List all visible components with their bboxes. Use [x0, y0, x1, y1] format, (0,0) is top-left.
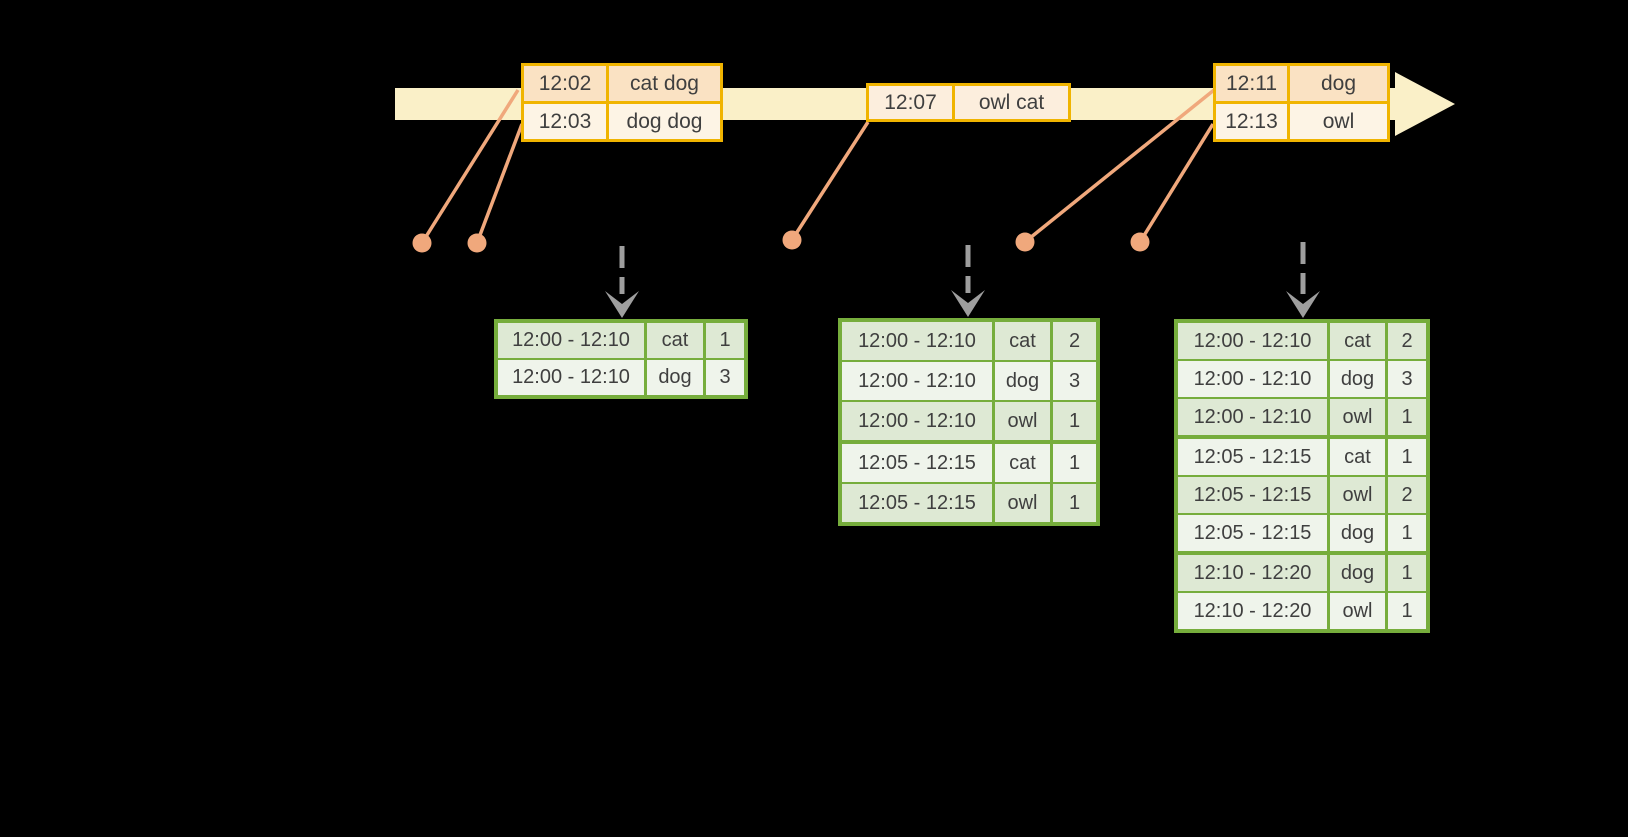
- trigger-arrow-head: [951, 290, 985, 317]
- result-row: 12:05 - 12:15 dog 1: [1178, 513, 1426, 551]
- word-cell: dog: [1327, 555, 1385, 591]
- word-cell: dog: [992, 362, 1050, 400]
- event-words-cell: dog: [1287, 66, 1387, 101]
- event-words-cell: cat dog: [606, 66, 720, 101]
- event-dot-2: [467, 233, 487, 253]
- event-row: 12:02 cat dog: [524, 66, 720, 101]
- window-cell: 12:00 - 12:10: [498, 323, 644, 358]
- event-time-cell: 12:03: [524, 104, 606, 139]
- event-words-cell: owl cat: [952, 86, 1068, 119]
- event-words-cell: dog dog: [606, 104, 720, 139]
- result-row: 12:00 - 12:10 dog 3: [842, 360, 1096, 400]
- word-cell: owl: [992, 484, 1050, 522]
- count-cell: 1: [1385, 555, 1426, 591]
- count-cell: 1: [1050, 444, 1096, 482]
- result-row: 12:00 - 12:10 owl 1: [842, 400, 1096, 440]
- event-row: 12:07 owl cat: [869, 86, 1068, 119]
- trigger-arrow-head: [1286, 291, 1320, 318]
- count-cell: 1: [1050, 484, 1096, 522]
- event-time-cell: 12:13: [1216, 104, 1287, 139]
- window-cell: 12:05 - 12:15: [842, 444, 992, 482]
- result-row: 12:10 - 12:20 dog 1: [1178, 551, 1426, 591]
- window-cell: 12:05 - 12:15: [842, 484, 992, 522]
- event-row: 12:13 owl: [1216, 101, 1387, 139]
- result-table-2: 12:00 - 12:10 cat 2 12:00 - 12:10 dog 3 …: [838, 318, 1100, 526]
- count-cell: 2: [1385, 477, 1426, 513]
- window-cell: 12:00 - 12:10: [1178, 323, 1327, 359]
- count-cell: 3: [703, 360, 744, 395]
- word-cell: cat: [644, 323, 703, 358]
- window-cell: 12:00 - 12:10: [842, 322, 992, 360]
- trigger-arrow-3: [1286, 242, 1320, 318]
- result-row: 12:10 - 12:20 owl 1: [1178, 591, 1426, 629]
- count-cell: 1: [703, 323, 744, 358]
- count-cell: 2: [1385, 323, 1426, 359]
- event-dot-3: [782, 230, 802, 250]
- leader-line-4: [1023, 88, 1216, 244]
- leader-line-1: [420, 89, 520, 244]
- window-cell: 12:00 - 12:10: [842, 362, 992, 400]
- word-cell: dog: [644, 360, 703, 395]
- leader-line-3: [790, 121, 870, 241]
- result-row: 12:00 - 12:10 dog 3: [498, 358, 744, 395]
- event-words-cell: owl: [1287, 104, 1387, 139]
- event-row: 12:11 dog: [1216, 66, 1387, 101]
- result-row: 12:00 - 12:10 cat 2: [1178, 323, 1426, 359]
- event-time-cell: 12:11: [1216, 66, 1287, 101]
- window-cell: 12:00 - 12:10: [498, 360, 644, 395]
- event-dot-1: [412, 233, 432, 253]
- event-row: 12:03 dog dog: [524, 101, 720, 139]
- event-time-cell: 12:07: [869, 86, 952, 119]
- leader-line-2: [475, 123, 524, 244]
- result-row: 12:00 - 12:10 dog 3: [1178, 359, 1426, 397]
- word-cell: cat: [1327, 323, 1385, 359]
- trigger-arrow-head: [605, 291, 639, 318]
- result-table-3: 12:00 - 12:10 cat 2 12:00 - 12:10 dog 3 …: [1174, 319, 1430, 633]
- window-cell: 12:00 - 12:10: [842, 402, 992, 440]
- window-cell: 12:10 - 12:20: [1178, 593, 1327, 629]
- result-row: 12:05 - 12:15 cat 1: [1178, 435, 1426, 475]
- result-row: 12:00 - 12:10 owl 1: [1178, 397, 1426, 435]
- count-cell: 1: [1385, 593, 1426, 629]
- leader-line-5: [1138, 123, 1215, 243]
- input-event-table-3: 12:11 dog 12:13 owl: [1213, 63, 1390, 142]
- timeline-arrowhead: [1395, 72, 1455, 136]
- event-dot-5: [1130, 232, 1150, 252]
- word-cell: owl: [1327, 399, 1385, 435]
- window-cell: 12:05 - 12:15: [1178, 477, 1327, 513]
- count-cell: 1: [1385, 439, 1426, 475]
- count-cell: 3: [1385, 361, 1426, 397]
- count-cell: 1: [1050, 402, 1096, 440]
- event-dot-4: [1015, 232, 1035, 252]
- word-cell: dog: [1327, 361, 1385, 397]
- window-cell: 12:05 - 12:15: [1178, 439, 1327, 475]
- event-time-cell: 12:02: [524, 66, 606, 101]
- word-cell: cat: [992, 322, 1050, 360]
- input-event-table-2: 12:07 owl cat: [866, 83, 1071, 122]
- window-cell: 12:00 - 12:10: [1178, 399, 1327, 435]
- word-cell: dog: [1327, 515, 1385, 551]
- result-row: 12:00 - 12:10 cat 2: [842, 322, 1096, 360]
- word-cell: owl: [1327, 477, 1385, 513]
- result-row: 12:05 - 12:15 owl 1: [842, 482, 1096, 522]
- window-cell: 12:10 - 12:20: [1178, 555, 1327, 591]
- input-event-table-1: 12:02 cat dog 12:03 dog dog: [521, 63, 723, 142]
- result-row: 12:00 - 12:10 cat 1: [498, 323, 744, 358]
- window-cell: 12:00 - 12:10: [1178, 361, 1327, 397]
- word-cell: cat: [1327, 439, 1385, 475]
- trigger-arrow-2: [951, 245, 985, 317]
- result-row: 12:05 - 12:15 cat 1: [842, 440, 1096, 482]
- word-cell: owl: [992, 402, 1050, 440]
- count-cell: 1: [1385, 515, 1426, 551]
- trigger-arrow-1: [605, 246, 639, 318]
- word-cell: owl: [1327, 593, 1385, 629]
- word-cell: cat: [992, 444, 1050, 482]
- result-row: 12:05 - 12:15 owl 2: [1178, 475, 1426, 513]
- count-cell: 2: [1050, 322, 1096, 360]
- count-cell: 3: [1050, 362, 1096, 400]
- window-cell: 12:05 - 12:15: [1178, 515, 1327, 551]
- result-table-1: 12:00 - 12:10 cat 1 12:00 - 12:10 dog 3: [494, 319, 748, 399]
- count-cell: 1: [1385, 399, 1426, 435]
